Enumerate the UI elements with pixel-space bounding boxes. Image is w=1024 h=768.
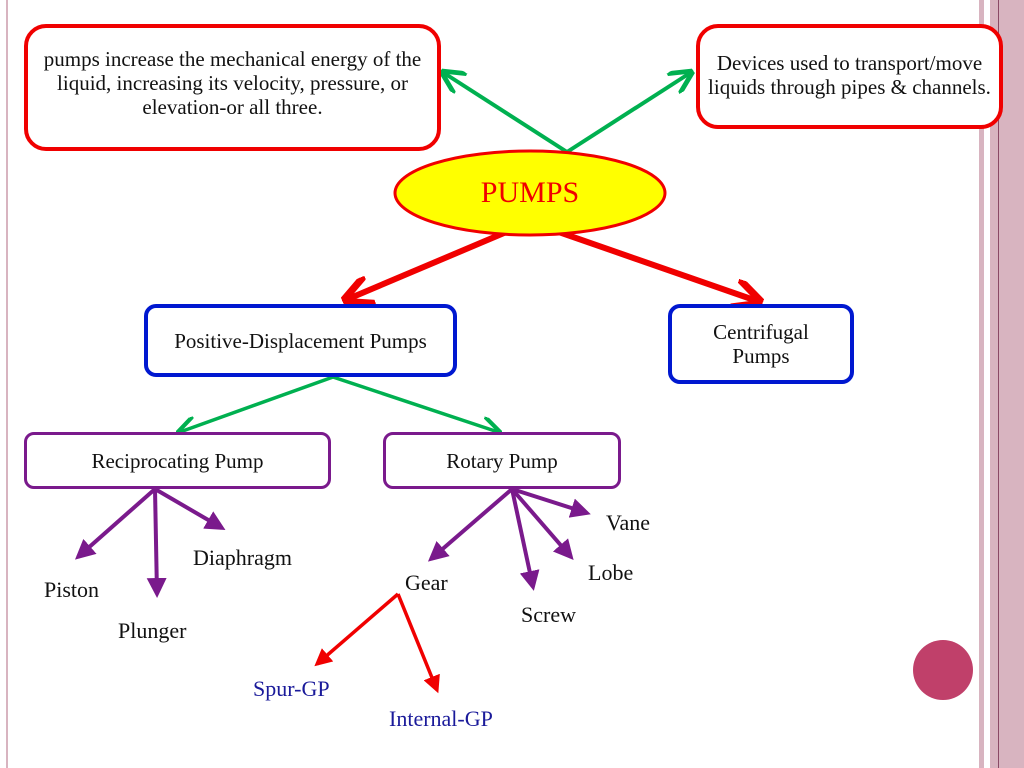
centrifugal-box: Centrifugal Pumps: [668, 304, 854, 384]
vane-label: Vane: [606, 510, 650, 535]
reciprocating-label: Reciprocating Pump: [91, 448, 264, 473]
pumps-ellipse: [393, 149, 667, 237]
purple-arrows: [75, 487, 591, 598]
spur-gp-label: Spur-GP: [253, 676, 330, 701]
definition-box: pumps increase the mechanical energy of …: [24, 24, 441, 151]
right-stripe-thin: [979, 0, 984, 768]
description-box: Devices used to transport/move liquids t…: [696, 24, 1003, 129]
positive-displacement-label: Positive-Displacement Pumps: [174, 328, 427, 353]
diaphragm-label: Diaphragm: [193, 545, 292, 570]
right-stripe-line: [998, 0, 999, 768]
left-border-line: [6, 0, 8, 768]
rotary-box: Rotary Pump: [383, 432, 621, 489]
decorative-circle: [913, 640, 973, 700]
centrifugal-label: Centrifugal Pumps: [713, 320, 809, 368]
description-text: Devices used to transport/move liquids t…: [708, 50, 991, 99]
right-stripe-wide: [990, 0, 1024, 768]
green-arrows-pd: [180, 375, 498, 432]
red-arrows-gear: [314, 592, 440, 694]
reciprocating-box: Reciprocating Pump: [24, 432, 331, 489]
screw-label: Screw: [521, 602, 576, 627]
internal-gp-label: Internal-GP: [389, 706, 493, 731]
definition-text: pumps increase the mechanical energy of …: [43, 46, 422, 119]
positive-displacement-box: Positive-Displacement Pumps: [144, 304, 457, 377]
piston-label: Piston: [44, 577, 100, 602]
lobe-label: Lobe: [588, 560, 634, 585]
rotary-label: Rotary Pump: [446, 448, 558, 473]
pumps-title: PUMPS: [480, 176, 580, 209]
gear-label: Gear: [405, 570, 448, 595]
green-arrows-top: [444, 73, 690, 154]
plunger-label: Plunger: [118, 618, 187, 643]
